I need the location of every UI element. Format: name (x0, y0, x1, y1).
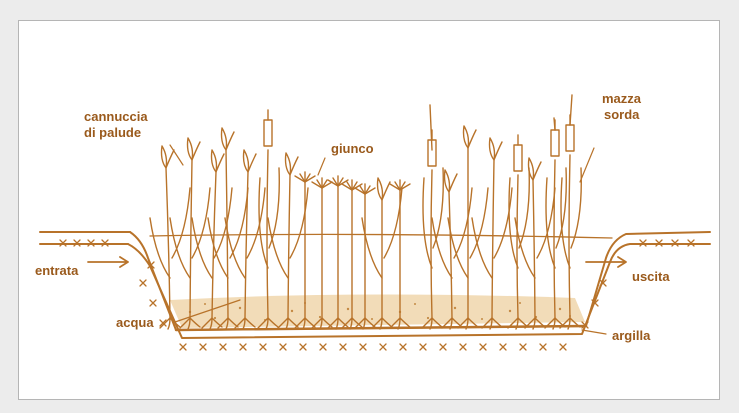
label-mazza: mazza (602, 91, 642, 106)
cattail-head (264, 120, 272, 146)
reed-plume (378, 178, 391, 200)
cattail-stem (517, 175, 518, 318)
reed-plume (445, 170, 458, 192)
label-cannuccia-2: di palude (84, 125, 141, 140)
label-giunco: giunco (331, 141, 374, 156)
reed-plume (529, 158, 542, 180)
cattail-stem-top (570, 95, 572, 125)
cattail-leaf (546, 168, 566, 268)
label-acqua: acqua (116, 315, 154, 330)
label-argilla: argilla (612, 328, 651, 343)
reed-stem (245, 172, 248, 318)
cattail-stem-top (430, 105, 432, 150)
cattail-head (566, 125, 574, 151)
reed-stem (190, 160, 192, 318)
label-uscita: uscita (632, 269, 670, 284)
reed-plume (222, 128, 235, 150)
label-entrata: entrata (35, 263, 79, 278)
reed-leaf (192, 188, 232, 278)
reed-plume (286, 153, 299, 175)
label-cannuccia-1: cannuccia (84, 109, 148, 124)
reed-plume (464, 126, 477, 148)
cattail-stem-top (554, 118, 555, 130)
reed-plume (490, 138, 503, 160)
reed-plume (244, 150, 257, 172)
label-sorda: sorda (604, 107, 640, 122)
cattail-leaf (509, 168, 529, 268)
cattail-stem (431, 170, 432, 318)
cattail-head (514, 145, 522, 171)
cattail-head (551, 130, 559, 156)
reed-plume (188, 138, 201, 160)
cattail-stem (554, 160, 555, 318)
reed-leaf (150, 188, 190, 278)
water-surface (150, 234, 612, 238)
plants-group (150, 95, 581, 329)
reed-plume (212, 150, 225, 172)
reed-stem (492, 160, 494, 318)
inflow-arrow (88, 257, 128, 267)
reed-stem (166, 168, 170, 318)
